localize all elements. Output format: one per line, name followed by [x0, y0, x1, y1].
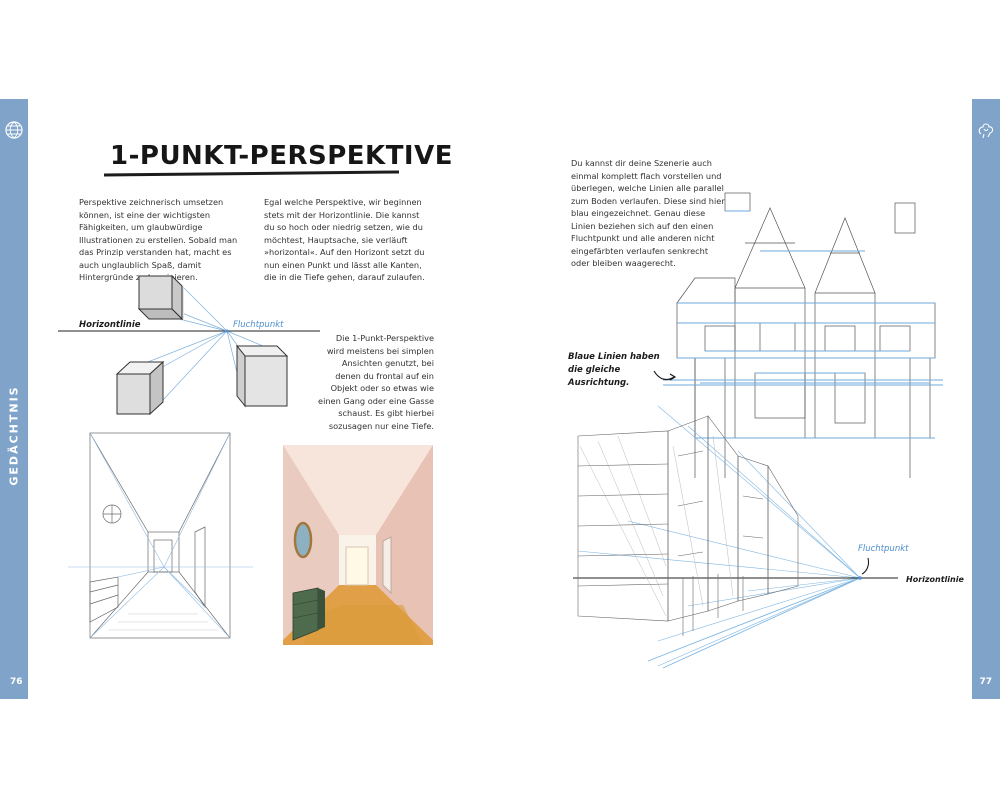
side-note: Die 1-Punkt-Perspektive wird meistens be…: [318, 333, 434, 431]
house-ground-lines: [663, 379, 943, 386]
label-vanishing-right: Fluchtpunkt: [858, 544, 909, 554]
arrow-icon: [653, 370, 677, 381]
intro-text-left: Perspektive zeichnerisch umsetzen können…: [79, 197, 238, 282]
left-sidebar: GEDÄCHTNIS 76: [0, 99, 28, 699]
street-perspective-sketch: [573, 405, 898, 669]
intro-text-right: Egal welche Perspektive, wir beginnen st…: [264, 197, 425, 282]
brain-sketch-icon: [978, 123, 994, 139]
label-horizon-right: Horizontlinie: [906, 575, 964, 584]
corridor-painting: [283, 445, 433, 645]
right-intro-text: Du kannst dir deine Szenerie auch einmal…: [571, 158, 725, 268]
page-title: 1-PUNKT-PERSPEKTIVE: [110, 141, 453, 171]
cubes-perspective-diagram: [58, 274, 320, 416]
section-label: GEDÄCHTNIS: [7, 385, 21, 486]
house-front-sketch: [676, 192, 936, 478]
blue-lines-note: Blaue Linien haben die gleiche Ausrichtu…: [568, 352, 660, 388]
label-vanishing-left: Fluchtpunkt: [233, 320, 284, 330]
title-underline: [103, 170, 400, 177]
book-spread: GEDÄCHTNIS 76 77 1-PUNKT-PERSPEKTIVE Per…: [0, 99, 1000, 699]
label-horizon-left: Horizontlinie: [79, 320, 141, 330]
corridor-sketch: [68, 432, 253, 639]
page-number-left: 76: [10, 677, 23, 687]
right-sidebar: 77: [972, 99, 1000, 699]
page-number-right: 77: [979, 677, 992, 687]
globe-icon: [5, 121, 23, 139]
